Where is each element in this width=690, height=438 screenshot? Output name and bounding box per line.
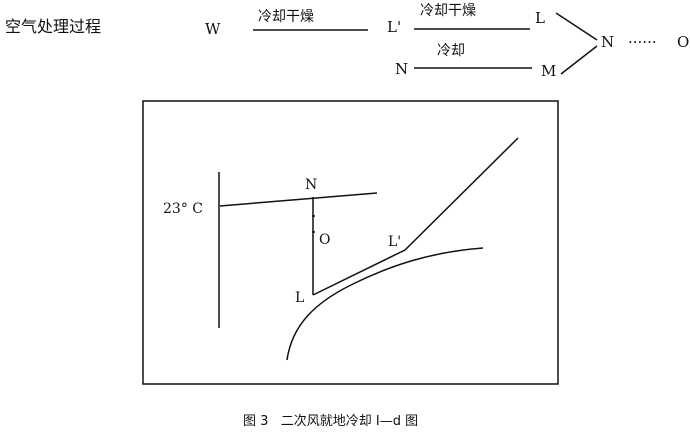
point-o: O <box>319 232 331 248</box>
point-lprime: L' <box>388 234 402 250</box>
point-l: L <box>295 290 305 306</box>
id-chart <box>142 100 559 385</box>
temp-label: 23° C <box>163 201 203 217</box>
state-l: L <box>535 9 545 27</box>
state-m: M <box>541 62 557 80</box>
state-w: W <box>205 20 221 38</box>
isotherm-23c <box>219 192 378 207</box>
saturation-curve <box>286 247 484 361</box>
dots: ······ <box>628 33 657 51</box>
process-line-l-lprime <box>312 137 519 296</box>
state-n-mix: N <box>601 33 615 51</box>
point-n: N <box>305 177 318 193</box>
state-o: O <box>677 33 690 51</box>
state-lprime: L' <box>387 18 402 36</box>
step1-label: 冷却干燥 <box>258 9 314 25</box>
merge-line-m <box>560 45 598 75</box>
step3-label: 冷却 <box>437 43 465 59</box>
state-n: N <box>395 60 409 78</box>
merge-line-l <box>555 12 598 41</box>
figure-caption: 图 3 二次风就地冷却 I—d 图 <box>243 414 419 429</box>
process-title: 空气处理过程 <box>5 17 102 36</box>
step2-label: 冷却干燥 <box>420 3 476 19</box>
chart-frame <box>142 100 559 385</box>
